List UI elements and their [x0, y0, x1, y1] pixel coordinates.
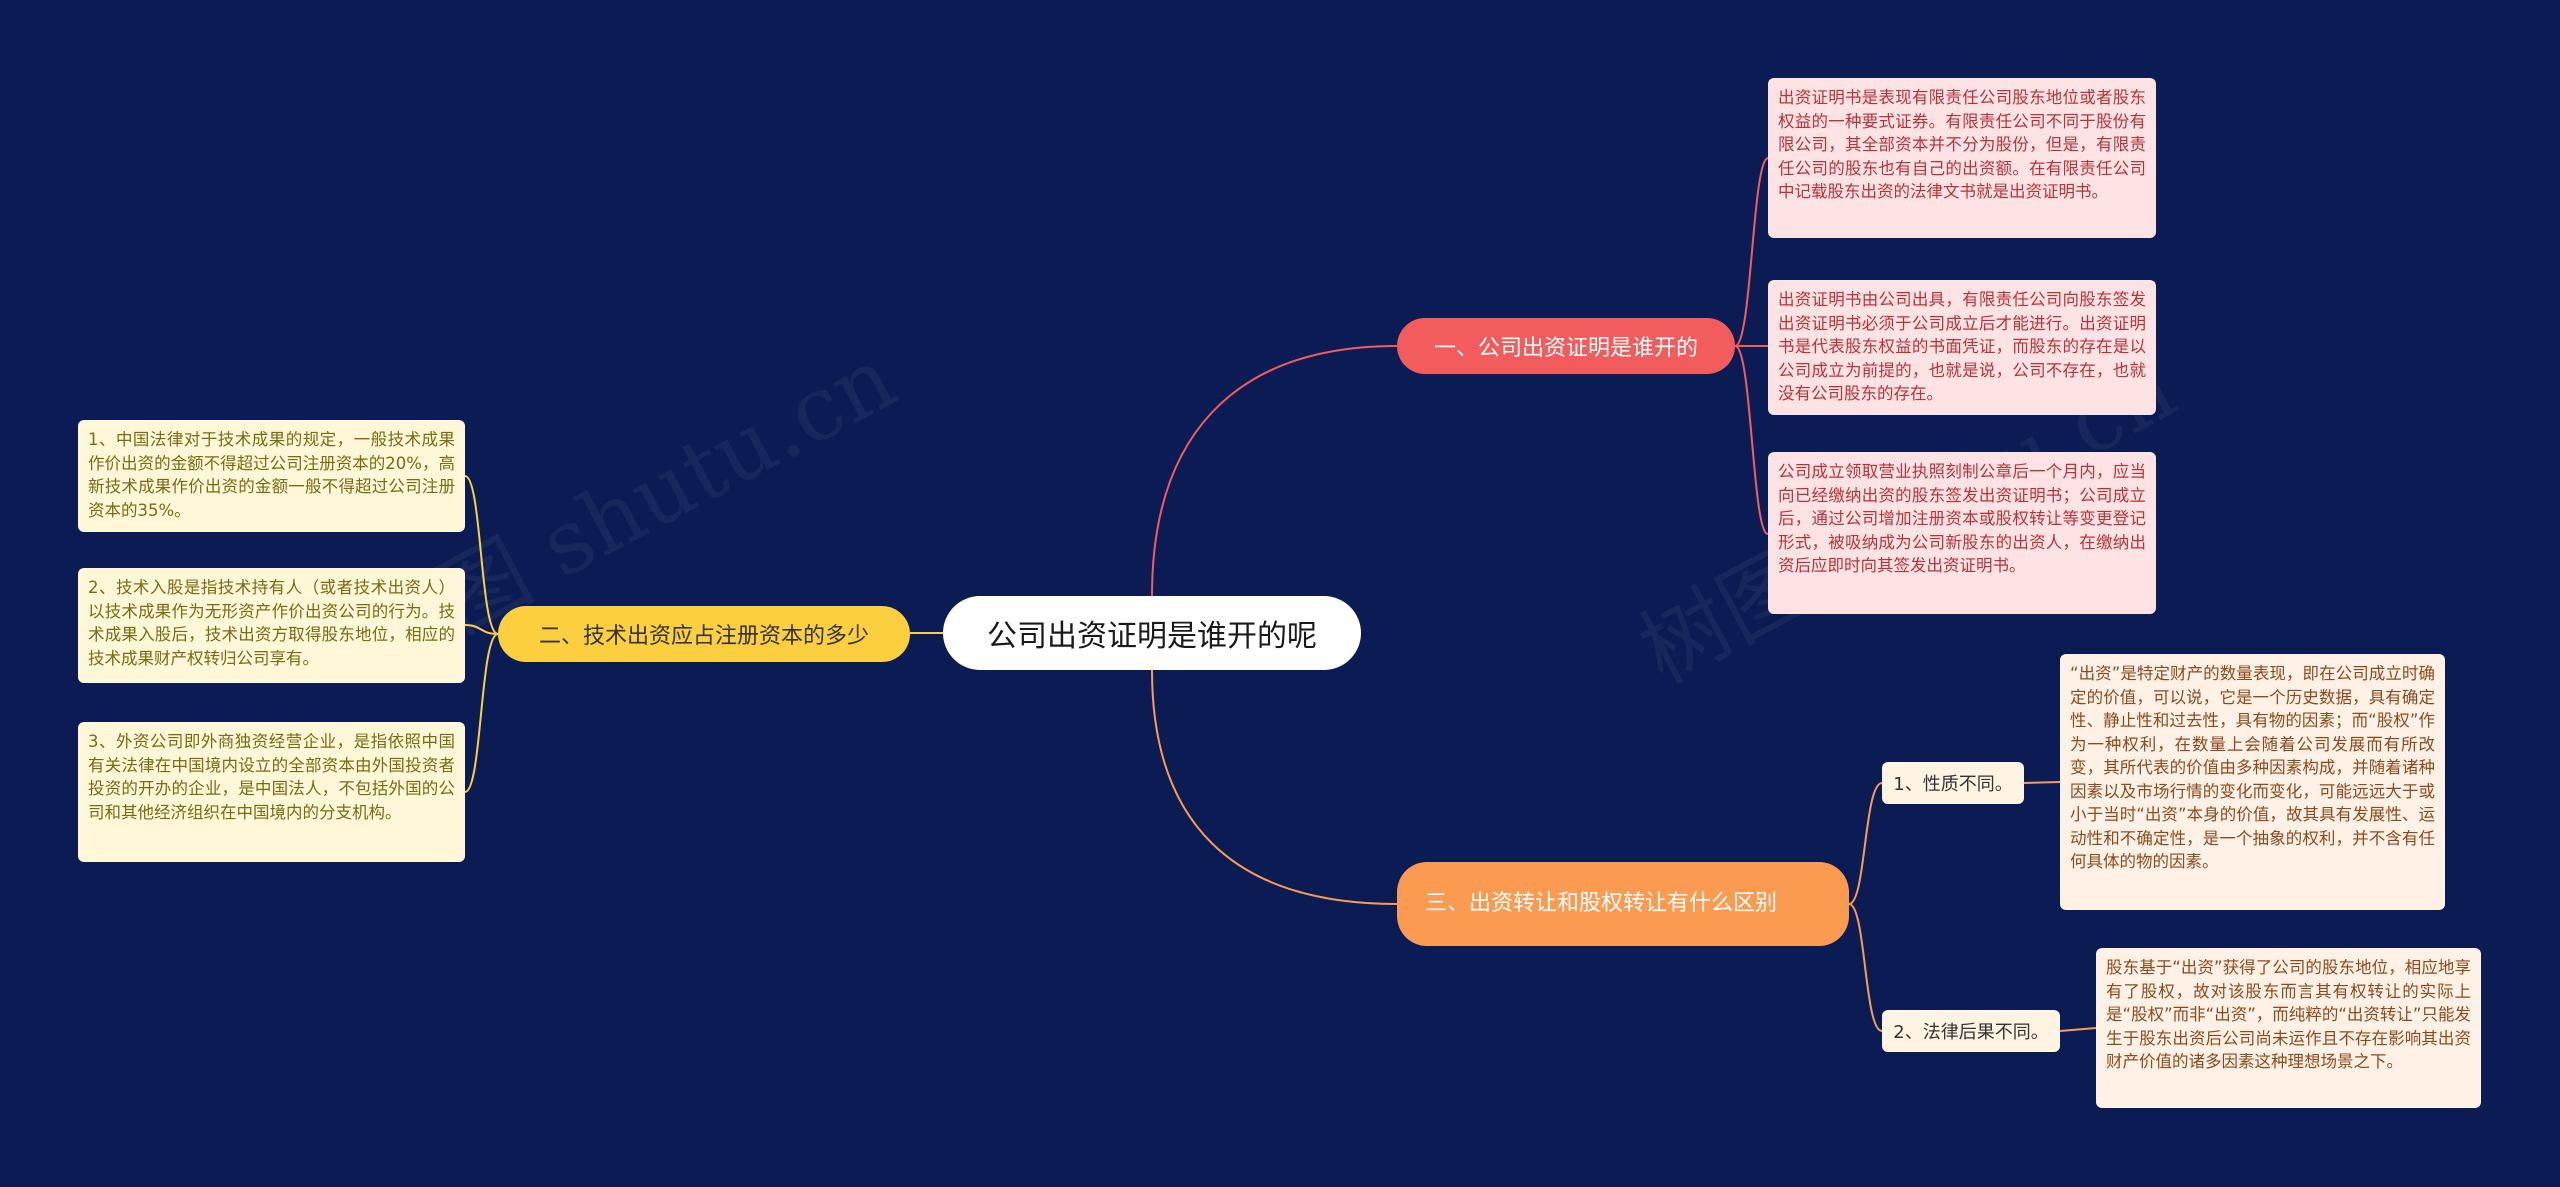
link-root-branch3 [1151, 669, 1398, 905]
branch-technology-capital-ratio[interactable]: 二、技术出资应占注册资本的多少 [498, 606, 910, 662]
leaf-certificate-definition[interactable]: 出资证明书是表现有限责任公司股东地位或者股东权益的一种要式证券。有限责任公司不同… [1768, 78, 2156, 238]
link-sub2-leaf [2059, 1027, 2097, 1032]
root-topic[interactable]: 公司出资证明是谁开的呢 [943, 596, 1361, 670]
link-branch2-leaf3 [464, 633, 499, 793]
link-branch2-leaf1 [464, 475, 499, 635]
sub-nature-difference[interactable]: 1、性质不同。 [1882, 762, 2024, 804]
link-branch3-sub2 [1848, 903, 1883, 1032]
link-branch3-sub1 [1848, 782, 1883, 905]
leaf-consequence-detail[interactable]: 股东基于“出资”获得了公司的股东地位，相应地享有了股权，故对该股东而言其有权转让… [2096, 948, 2481, 1108]
link-branch2-leaf2 [464, 624, 499, 635]
leaf-certificate-timing[interactable]: 公司成立领取营业执照刻制公章后一个月内，应当向已经缴纳出资的股东签发出资证明书；… [1768, 452, 2156, 614]
leaf-nature-detail[interactable]: “出资”是特定财产的数量表现，即在公司成立时确定的价值，可以说，它是一个历史数据… [2060, 654, 2445, 910]
branch-who-issues-certificate[interactable]: 一、公司出资证明是谁开的 [1397, 318, 1735, 374]
link-branch1-leaf3 [1734, 345, 1769, 535]
link-sub1-leaf [2023, 781, 2061, 784]
link-branch1-leaf1 [1734, 157, 1769, 347]
sub-legal-consequence[interactable]: 2、法律后果不同。 [1882, 1010, 2060, 1052]
leaf-tech-ratio-rule[interactable]: 1、中国法律对于技术成果的规定，一般技术成果作价出资的金额不得超过公司注册资本的… [78, 420, 465, 532]
link-root-branch1 [1151, 345, 1398, 597]
leaf-certificate-issuer[interactable]: 出资证明书由公司出具，有限责任公司向股东签发出资证明书必须于公司成立后才能进行。… [1768, 280, 2156, 415]
leaf-tech-shares-definition[interactable]: 2、技术入股是指技术持有人（或者技术出资人）以技术成果作为无形资产作价出资公司的… [78, 568, 465, 683]
branch-transfer-difference[interactable]: 三、出资转让和股权转让有什么区别 [1397, 862, 1849, 946]
leaf-foreign-enterprise[interactable]: 3、外资公司即外商独资经营企业，是指依照中国有关法律在中国境内设立的全部资本由外… [78, 722, 465, 862]
